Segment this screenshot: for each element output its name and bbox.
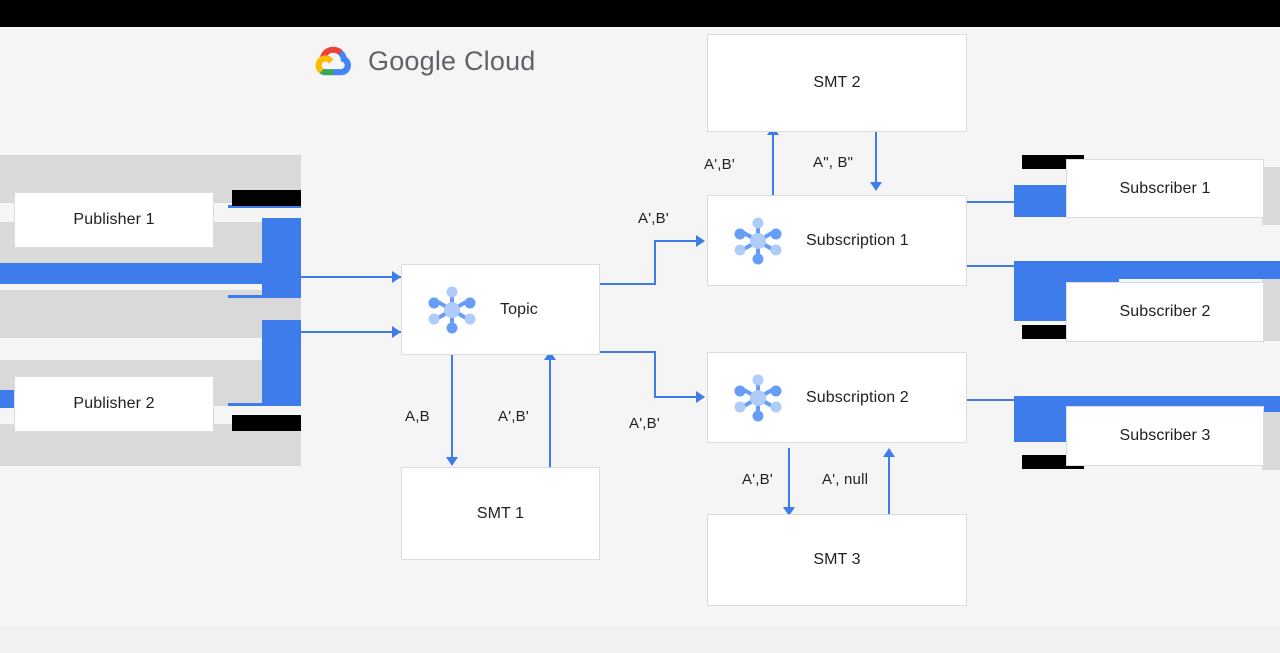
edge-label-topic-to-subscription1: A',B' [638, 210, 669, 227]
node-subscriber-3[interactable]: Subscriber 3 [1066, 406, 1264, 466]
arrowhead-smt3-to-subscription2 [883, 448, 895, 457]
bottom-page-strip [0, 625, 1280, 653]
artifact-light-band-3 [0, 338, 301, 360]
edge-label-smt3-to-subscription2: A', null [822, 471, 869, 488]
connector-subscription1-to-smt2 [772, 133, 774, 198]
google-cloud-logo-icon [310, 38, 356, 84]
edge-label-smt2-to-subscription1: A", B" [813, 154, 854, 171]
node-label: SMT 3 [813, 551, 861, 568]
pubsub-subscription-icon [730, 213, 786, 269]
arrowhead-topic-to-subscription1 [696, 235, 705, 247]
node-subscription-1[interactable]: Subscription 1 [707, 195, 967, 286]
google-cloud-wordmark: Google Cloud [368, 45, 536, 76]
artifact-gray-band-3 [0, 290, 301, 338]
connector-smt1-to-topic [549, 358, 551, 473]
connector-topic-to-subscription2-seg1 [600, 351, 656, 353]
arrowhead-subscription2-to-smt3 [783, 507, 795, 516]
connector-smt2-to-subscription1 [875, 131, 877, 185]
top-redaction-band [0, 0, 1280, 27]
connector-publisher1-to-topic [301, 276, 411, 278]
node-label: Subscriber 3 [1119, 427, 1211, 444]
node-publisher-1[interactable]: Publisher 1 [14, 192, 214, 248]
node-smt-1[interactable]: SMT 1 [401, 467, 600, 560]
connector-topic-to-subscription1-seg3 [654, 240, 698, 242]
google-cloud-branding: Google Cloud [310, 38, 536, 84]
node-label: Subscription 2 [806, 388, 909, 406]
connector-topic-to-subscription1-seg2 [654, 240, 656, 285]
node-label: Subscription 1 [806, 231, 909, 249]
arrowhead-topic-to-smt1 [446, 457, 458, 466]
arrowhead-smt2-to-subscription1 [870, 182, 882, 191]
artifact-blue-block-1 [262, 218, 301, 298]
pubsub-subscription-icon [730, 370, 786, 426]
node-label: SMT 1 [476, 504, 525, 522]
node-smt-3[interactable]: SMT 3 [707, 514, 967, 606]
connector-topic-to-subscription1-seg1 [600, 283, 656, 285]
node-label: Topic [500, 300, 538, 318]
node-smt-2[interactable]: SMT 2 [707, 34, 967, 132]
node-subscriber-2[interactable]: Subscriber 2 [1066, 282, 1264, 342]
artifact-blue-line-3 [228, 403, 301, 406]
connector-topic-to-subscription2-seg3 [654, 396, 698, 398]
node-publisher-2[interactable]: Publisher 2 [14, 376, 214, 432]
pubsub-topic-icon [424, 282, 480, 338]
connector-topic-to-smt1 [451, 355, 453, 460]
artifact-blue-line-2 [228, 295, 301, 298]
connector-subscription1-to-subscriber2 [967, 265, 1072, 267]
edge-label-smt1-to-topic: A',B' [498, 408, 529, 425]
artifact-black-bar-2 [232, 415, 301, 431]
arrowhead-publisher1-to-topic [392, 271, 401, 283]
connector-subscription1-to-subscriber1 [967, 201, 1072, 203]
node-label: SMT 2 [813, 74, 861, 91]
node-label: Subscriber 1 [1119, 179, 1211, 197]
artifact-gray-edge-3 [1262, 412, 1280, 470]
connector-subscription2-to-subscriber3 [967, 399, 1072, 401]
arrowhead-topic-to-subscription2 [696, 391, 705, 403]
artifact-black-bar-1 [232, 190, 301, 206]
connector-publisher2-to-topic [301, 331, 411, 333]
connector-topic-to-subscription2-seg2 [654, 351, 656, 397]
connector-subscription2-to-smt3 [788, 448, 790, 510]
node-label: Publisher 1 [73, 211, 155, 228]
node-label: Publisher 2 [73, 395, 155, 412]
artifact-gray-edge-2 [1262, 279, 1280, 341]
edge-label-subscription1-to-smt2: A',B' [704, 156, 735, 173]
arrowhead-smt1-to-topic [544, 351, 556, 360]
edge-label-subscription2-to-smt3: A',B' [742, 471, 773, 488]
connector-smt3-to-subscription2 [888, 455, 890, 515]
artifact-blue-stripe-1 [0, 263, 301, 284]
edge-label-topic-to-subscription2: A',B' [629, 415, 660, 432]
edge-label-topic-to-smt1: A,B [405, 408, 430, 425]
node-subscription-2[interactable]: Subscription 2 [707, 352, 967, 443]
node-topic[interactable]: Topic [401, 264, 600, 355]
node-label: Subscriber 2 [1119, 303, 1211, 320]
node-subscriber-1[interactable]: Subscriber 1 [1066, 159, 1264, 218]
artifact-blue-block-2 [262, 320, 301, 406]
arrowhead-publisher2-to-topic [392, 326, 401, 338]
artifact-gray-edge-1 [1262, 167, 1280, 225]
artifact-blue-line-1 [228, 205, 301, 208]
